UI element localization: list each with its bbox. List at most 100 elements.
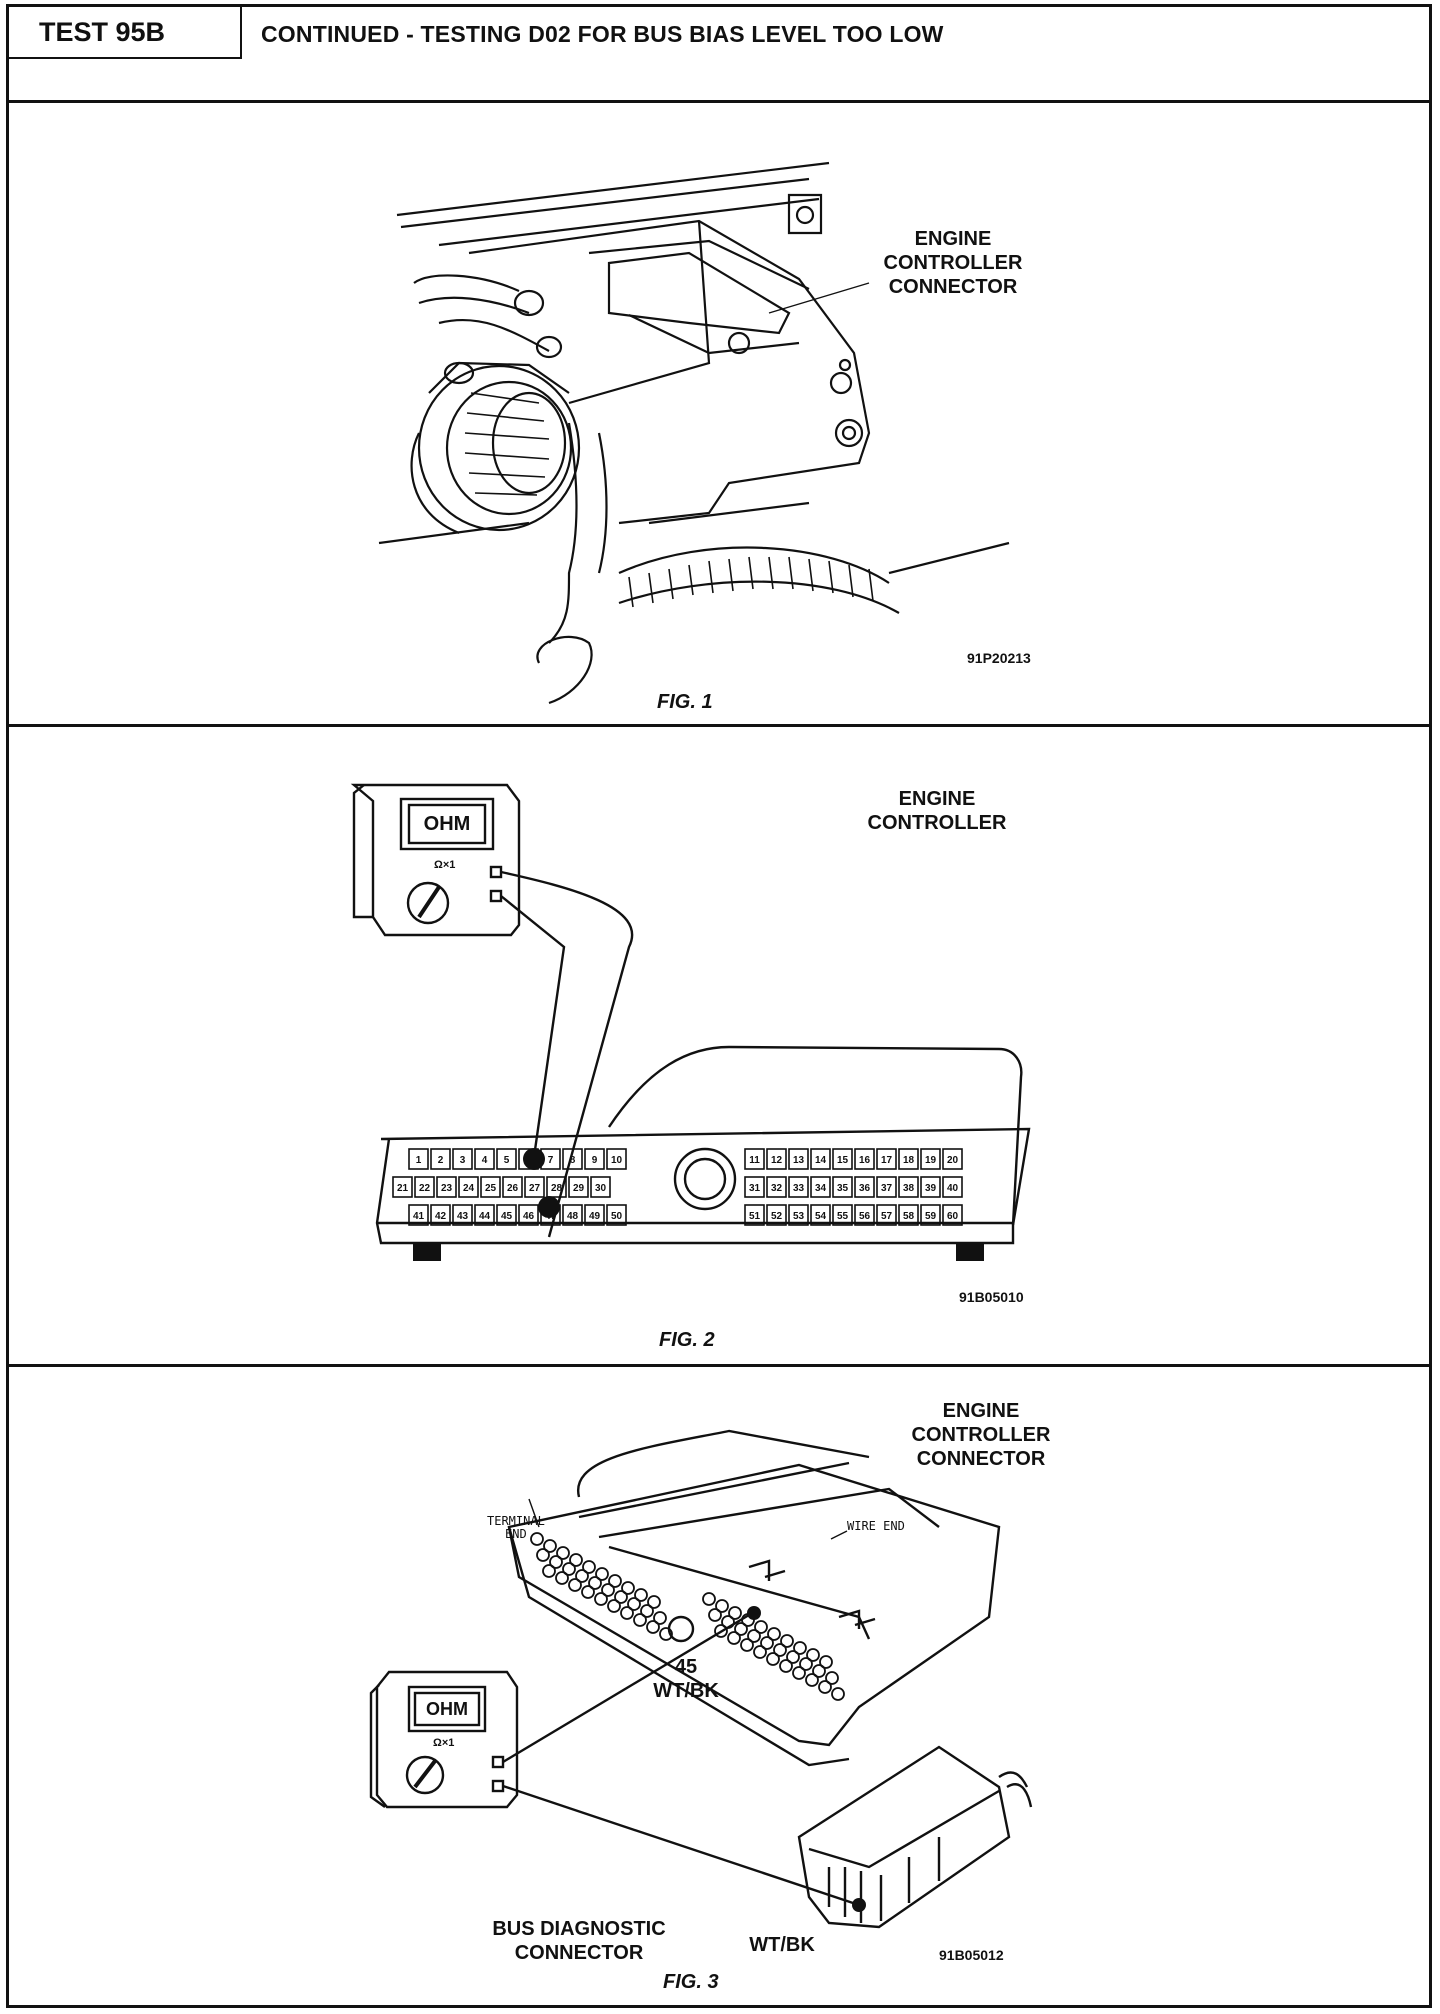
pin-cell (546, 1176, 567, 1198)
pin-cell (832, 1204, 853, 1226)
pin-cell (744, 1176, 765, 1198)
connector-terminal (582, 1560, 596, 1574)
pin-cell (584, 1148, 605, 1170)
pin-number: 14 (815, 1155, 827, 1166)
pin-number: 30 (595, 1183, 607, 1194)
pin-number: 50 (611, 1211, 623, 1222)
connector-terminal (728, 1606, 742, 1620)
connector-terminal (549, 1555, 563, 1569)
connector-terminal (542, 1564, 556, 1578)
pin-number: 42 (435, 1211, 447, 1222)
connector-terminal (766, 1652, 780, 1666)
connector-terminal (773, 1643, 787, 1657)
connector-terminal (595, 1567, 609, 1581)
pin-number: 8 (570, 1155, 576, 1166)
pin-cell (832, 1148, 853, 1170)
pin-number: 40 (947, 1183, 959, 1194)
pin-number: 13 (793, 1155, 805, 1166)
pin-cell (744, 1148, 765, 1170)
pin-number: 35 (837, 1183, 849, 1194)
pin-number: 3 (460, 1155, 466, 1166)
pin-number: 39 (925, 1183, 937, 1194)
pin-number: 32 (771, 1183, 783, 1194)
connector-terminal (627, 1597, 641, 1611)
pin-number: 33 (793, 1183, 805, 1194)
pin-cell (810, 1176, 831, 1198)
pin-number: 5 (504, 1155, 510, 1166)
connector-terminal (653, 1611, 667, 1625)
connector-terminal (792, 1666, 806, 1680)
pin-cell (452, 1148, 473, 1170)
pin-cell (942, 1204, 963, 1226)
connector-terminal (812, 1664, 826, 1678)
pin-number: 59 (925, 1211, 937, 1222)
pin-cell (810, 1204, 831, 1226)
pin-cell (876, 1148, 897, 1170)
pin-number: 38 (903, 1183, 915, 1194)
connector-terminal (569, 1553, 583, 1567)
pin-cell (920, 1204, 941, 1226)
connector-terminal (831, 1687, 845, 1701)
connector-terminal (588, 1576, 602, 1590)
pin-number: 21 (397, 1183, 409, 1194)
pin-cell (590, 1176, 611, 1198)
pin-cell (562, 1148, 583, 1170)
pin-number: 28 (551, 1183, 563, 1194)
pin-cell (832, 1176, 853, 1198)
pin-cell (876, 1176, 897, 1198)
pin-cell (788, 1176, 809, 1198)
connector-terminal (543, 1539, 557, 1553)
pin-cell (430, 1148, 451, 1170)
pin-cell (898, 1176, 919, 1198)
connector-terminal (659, 1627, 673, 1641)
figure-code: 91B05010 (959, 1289, 1024, 1305)
service-manual-page: TEST 95B CONTINUED - TESTING D02 FOR BUS… (6, 4, 1432, 2008)
figure-code: 91P20213 (967, 650, 1031, 666)
meter-range: Ω×1 (434, 859, 456, 871)
connector-terminal (601, 1583, 615, 1597)
pin-number: 7 (548, 1155, 554, 1166)
pin-cell (452, 1204, 473, 1226)
connector-terminal (714, 1624, 728, 1638)
figure-1-panel: ENGINE CONTROLLER CONNECTOR 91P20213 FIG… (9, 103, 1429, 727)
connector-terminal (568, 1578, 582, 1592)
connector-terminal (562, 1562, 576, 1576)
engine-compartment-illustration (378, 161, 1010, 705)
pin-number: 26 (507, 1183, 519, 1194)
wire-color-label: WT/BK (749, 1934, 815, 1956)
figure-caption: FIG. 1 (657, 691, 713, 713)
bus-diagnostic-connector-callout: BUS DIAGNOSTIC CONNECTOR (492, 1918, 666, 1964)
pin-45-label: 45 WT/BK (653, 1656, 719, 1702)
pin-cell (788, 1148, 809, 1170)
figure-caption: FIG. 3 (663, 1971, 719, 1993)
pin-number: 2 (438, 1155, 444, 1166)
pin-cell (942, 1176, 963, 1198)
connector-terminal (754, 1620, 768, 1634)
pin-cell (606, 1204, 627, 1226)
pin-cell (430, 1204, 451, 1226)
pin-number: 15 (837, 1155, 849, 1166)
pin-cell (788, 1204, 809, 1226)
connector-terminal (594, 1592, 608, 1606)
pin-cell (898, 1204, 919, 1226)
pin-cell (562, 1204, 583, 1226)
figure-2-panel: 1234567891011121314151617181920212223242… (9, 727, 1429, 1367)
pin-number: 54 (815, 1211, 827, 1222)
pin-cell (942, 1148, 963, 1170)
engine-controller-connector-callout: ENGINE CONTROLLER CONNECTOR (883, 228, 1023, 298)
connector-terminal (530, 1532, 544, 1546)
pin-number: 12 (771, 1155, 783, 1166)
connector-terminal (634, 1588, 648, 1602)
page-header: TEST 95B CONTINUED - TESTING D02 FOR BUS… (9, 7, 1429, 103)
test-id: TEST 95B (9, 7, 242, 59)
pin-number: 45 (501, 1211, 513, 1222)
pin-number: 24 (463, 1183, 475, 1194)
connector-terminal (805, 1673, 819, 1687)
pin-cell (854, 1176, 875, 1198)
connector-terminal (607, 1599, 621, 1613)
pin-cell (480, 1176, 501, 1198)
pin-number: 27 (529, 1183, 541, 1194)
test-title: CONTINUED - TESTING D02 FOR BUS BIAS LEV… (261, 21, 944, 47)
connector-terminal (647, 1595, 661, 1609)
meter-display: OHM (426, 1699, 468, 1719)
